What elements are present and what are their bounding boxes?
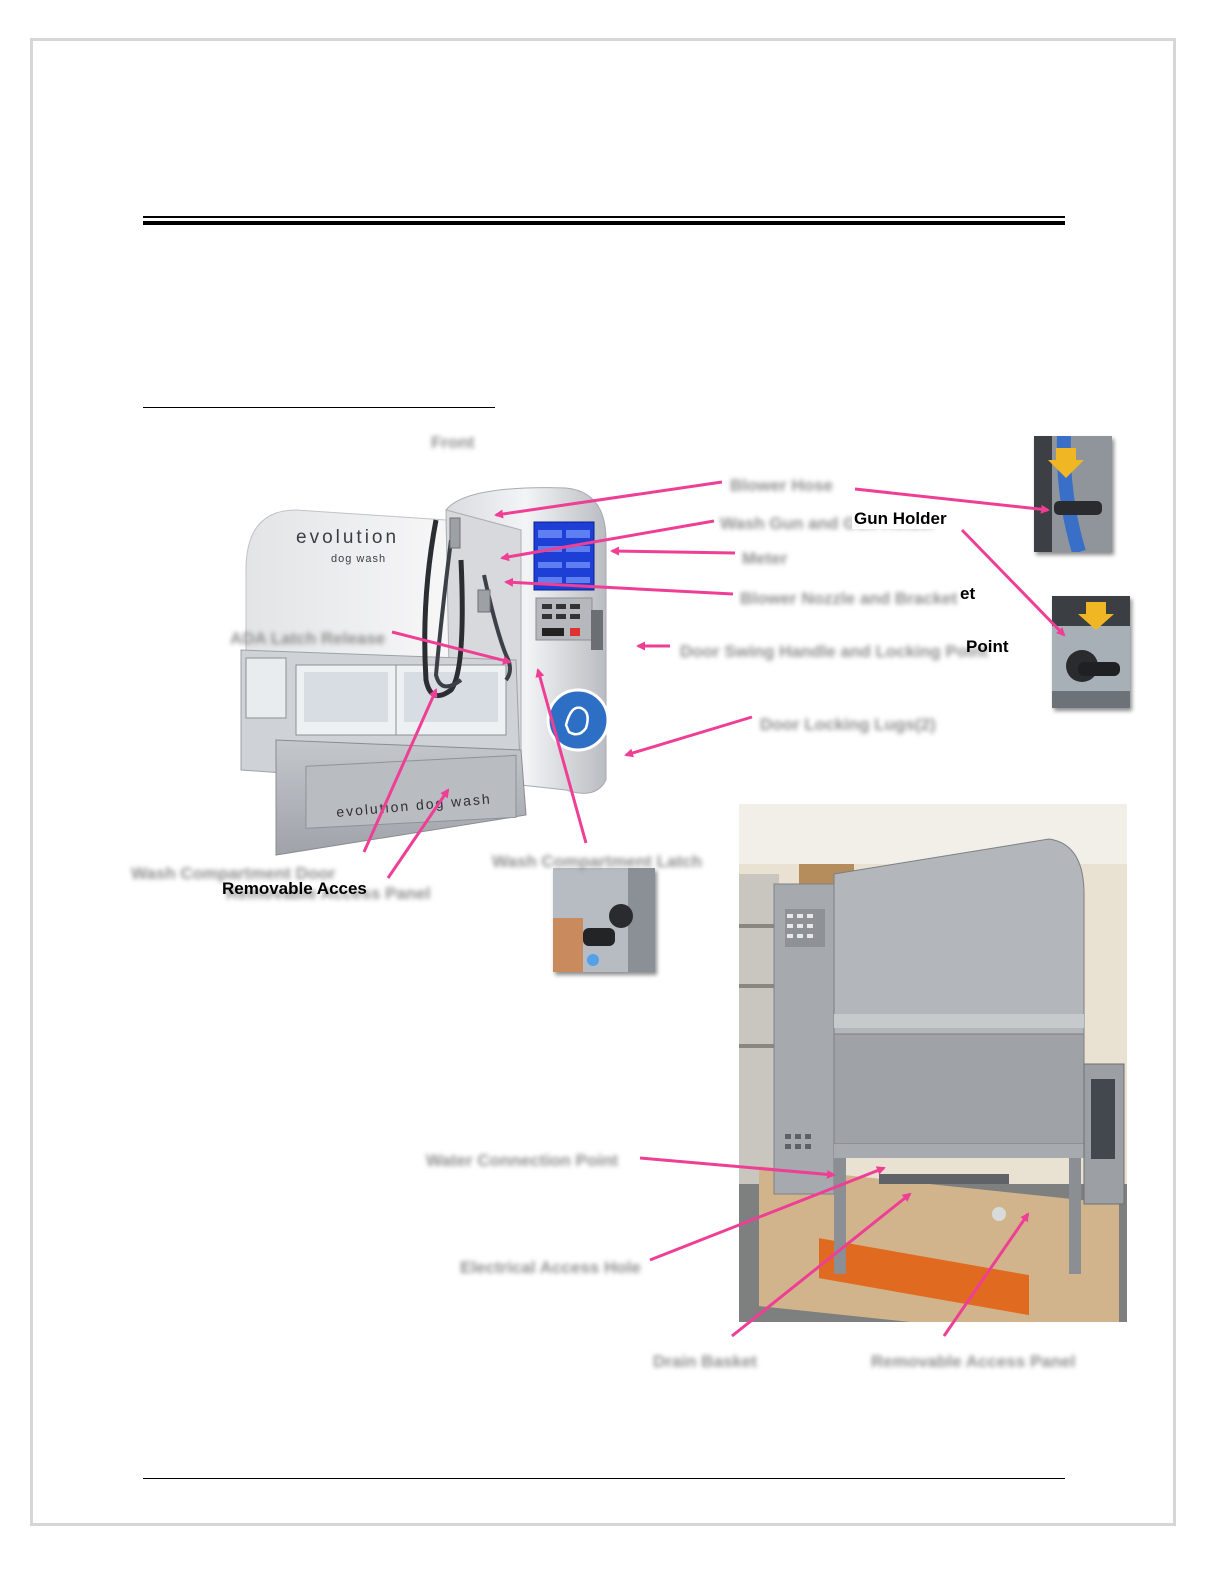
label-bracket-fragment: et bbox=[960, 584, 975, 604]
arrow-water-connection bbox=[640, 1158, 834, 1175]
arrow-blower-nozzle bbox=[506, 582, 733, 594]
arrow-wash-compartment-door bbox=[364, 690, 436, 852]
arrow-electrical-access bbox=[650, 1168, 884, 1260]
arrow-blower-hose-thumb bbox=[855, 489, 1048, 510]
arrow-door-lugs bbox=[626, 717, 752, 755]
label-ada-latch: ADA Latch Release bbox=[230, 629, 385, 649]
label-gun-holder: Gun Holder bbox=[852, 509, 949, 529]
label-removable-acces: Removable Acces bbox=[222, 879, 367, 899]
label-blower-hose: Blower Hose bbox=[730, 476, 833, 496]
arrow-drain-basket bbox=[732, 1194, 910, 1336]
label-front: Front bbox=[431, 433, 474, 453]
label-door-swing: Door Swing Handle and Locking Point bbox=[680, 642, 988, 662]
label-door-lugs: Door Locking Lugs(2) bbox=[760, 715, 936, 735]
label-meter: Meter bbox=[742, 549, 787, 569]
arrow-blower-hose bbox=[496, 482, 722, 515]
arrow-meter bbox=[612, 551, 735, 553]
arrow-removable-access-panel bbox=[388, 790, 448, 878]
label-wash-compartment-latch: Wash Compartment Latch bbox=[492, 852, 702, 872]
label-blower-nozzle: Blower Nozzle and Bracket bbox=[740, 589, 957, 609]
label-water-connection: Water Connection Point bbox=[426, 1151, 618, 1171]
arrow-rear-access-panel bbox=[944, 1214, 1028, 1336]
footer-rule bbox=[143, 1478, 1065, 1479]
label-drain-basket: Drain Basket bbox=[653, 1352, 757, 1372]
label-electrical-access: Electrical Access Hole bbox=[460, 1258, 641, 1278]
label-removable-access-panel-rear: Removable Access Panel bbox=[871, 1352, 1075, 1372]
arrow-gun-holder-thumb bbox=[962, 530, 1064, 635]
arrow-ada-latch bbox=[392, 632, 510, 662]
arrow-wash-compartment-latch bbox=[538, 670, 586, 843]
label-point-fragment: Point bbox=[966, 637, 1009, 657]
